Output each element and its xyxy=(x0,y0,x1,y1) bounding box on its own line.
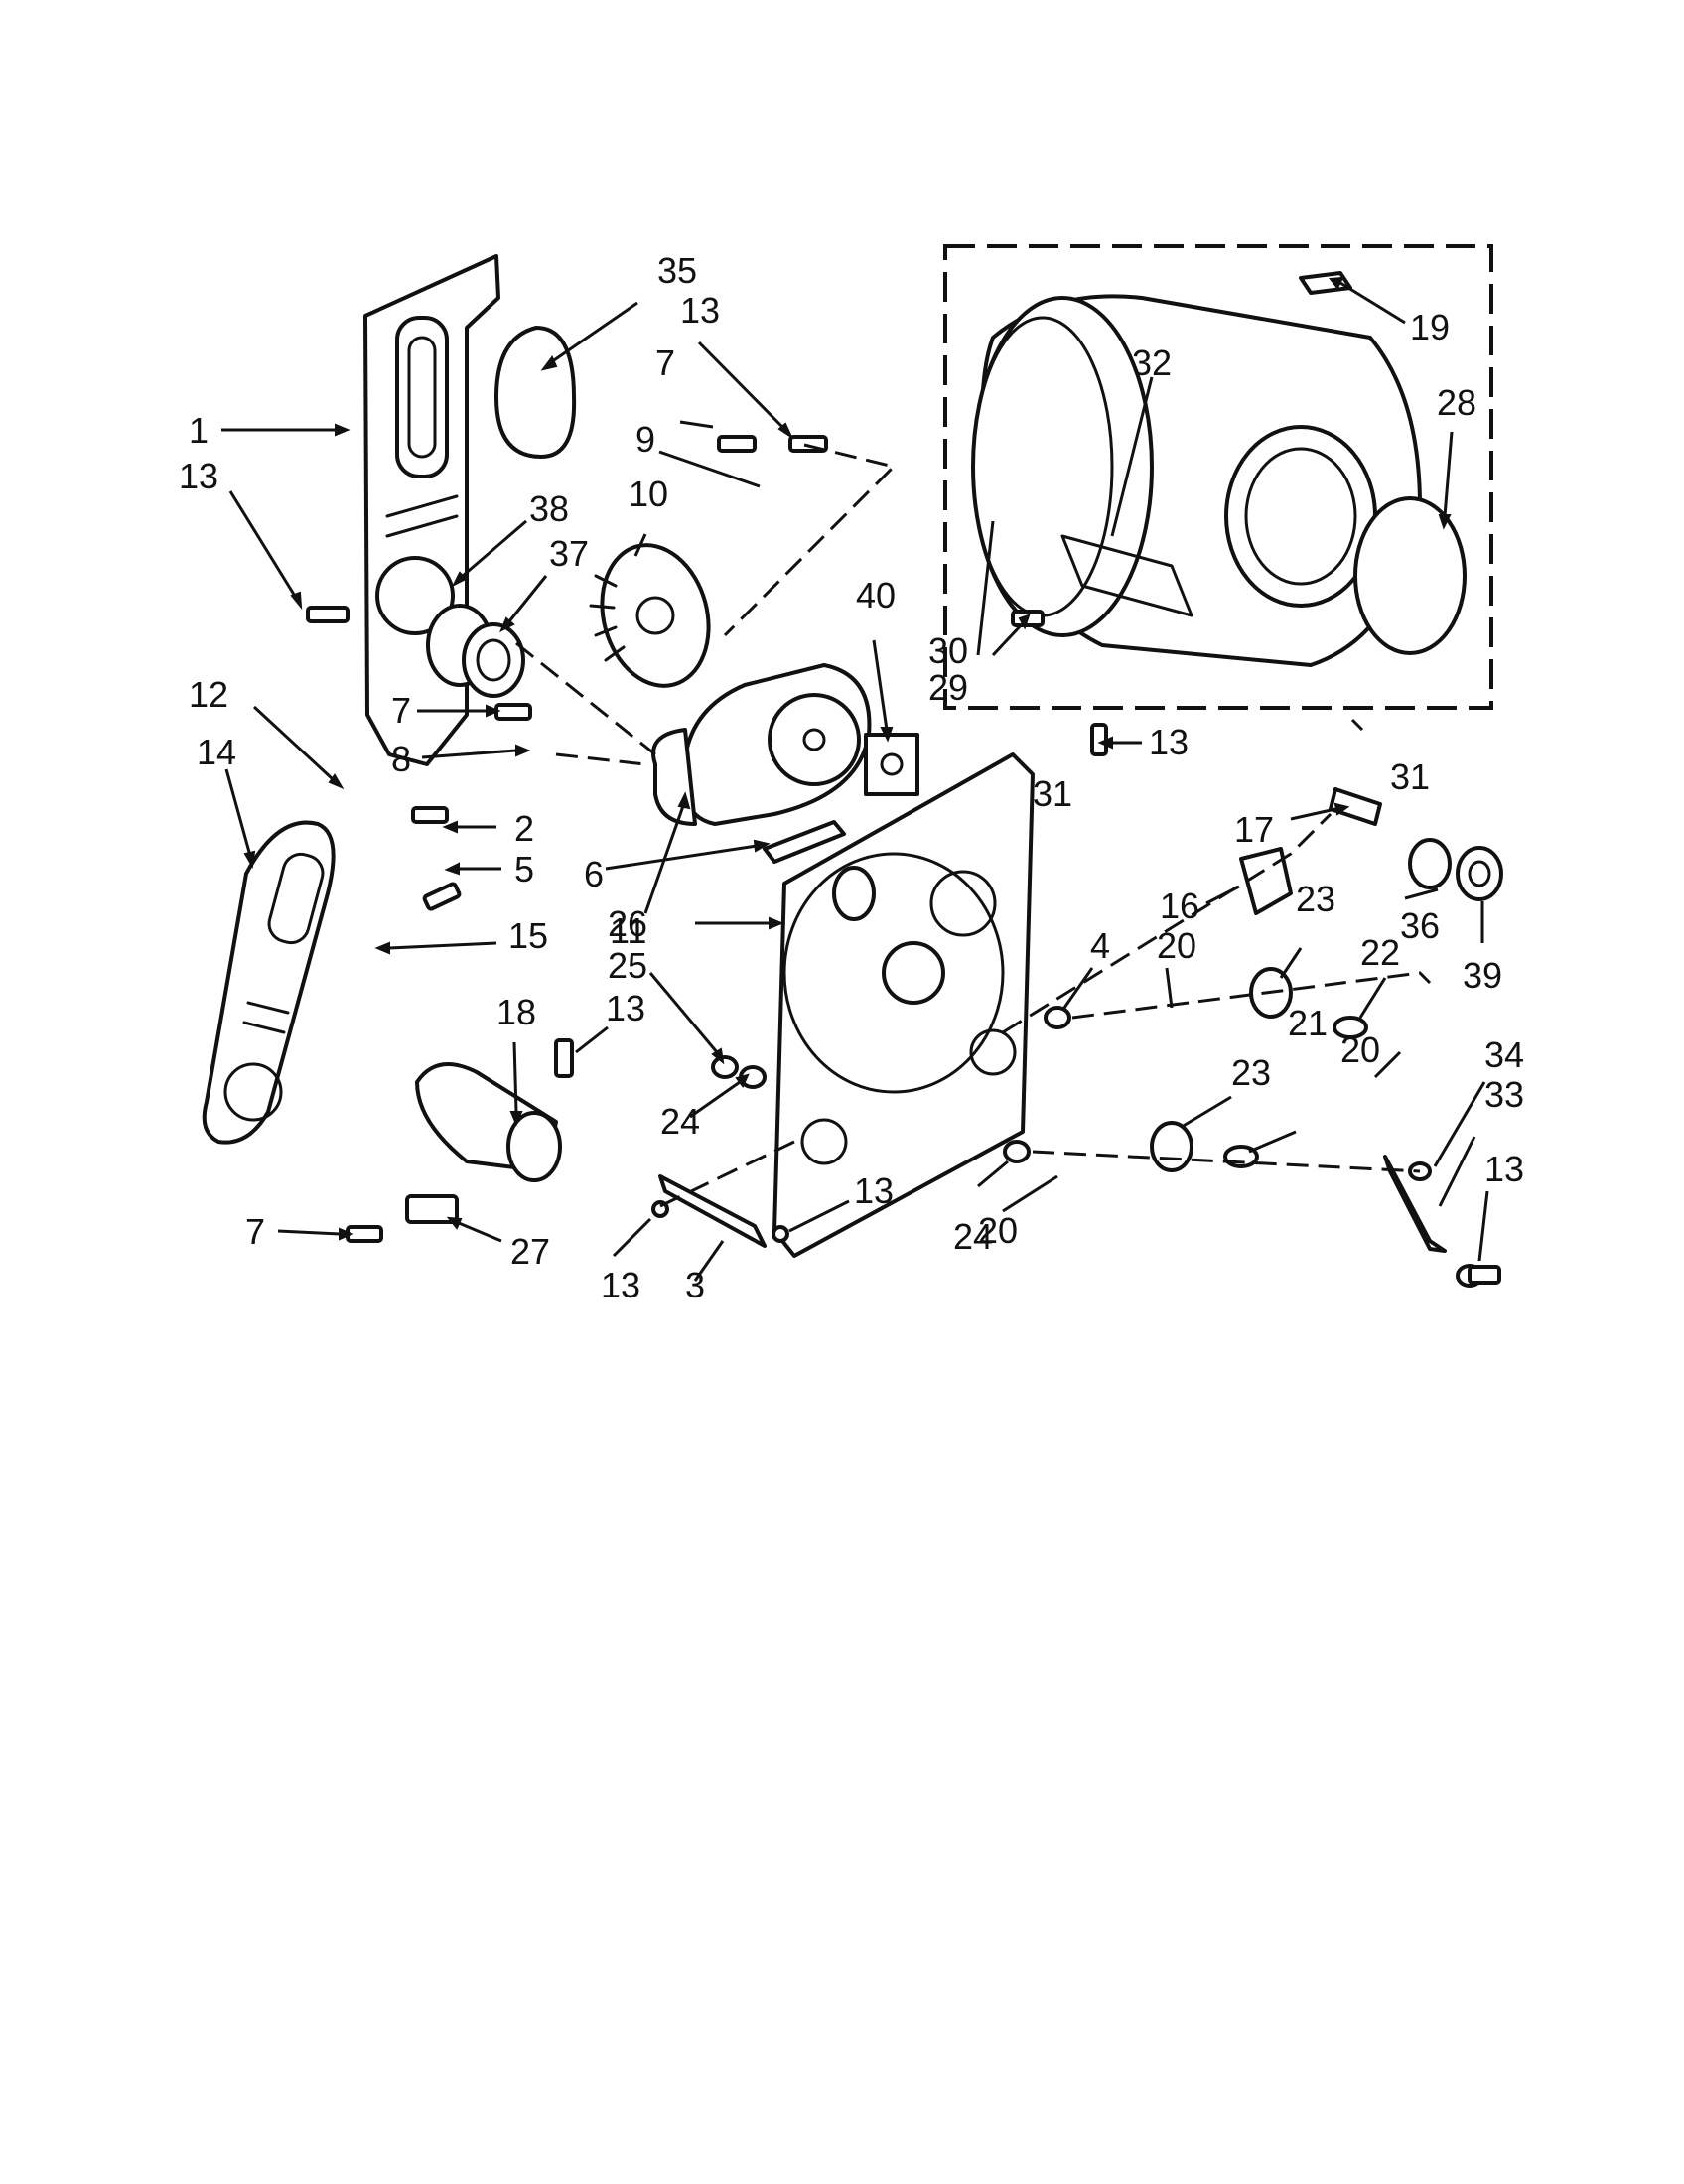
callout-26: 26 xyxy=(608,903,647,944)
callout-24-b: 24 xyxy=(953,1216,993,1257)
callout-7-b: 7 xyxy=(391,690,411,731)
drum-seal-28 xyxy=(1353,496,1467,655)
callout-20-c: 20 xyxy=(978,1210,1018,1251)
drum-30 xyxy=(971,294,1422,667)
lamp-assembly-17-36-39 xyxy=(1329,787,1503,901)
callout-23-a: 23 xyxy=(1296,879,1335,919)
callout-16: 16 xyxy=(1160,886,1199,926)
callout-33: 33 xyxy=(1484,1074,1524,1115)
callout-40: 40 xyxy=(856,575,896,615)
rear-bulkhead-26 xyxy=(772,752,1035,1258)
callout-39: 39 xyxy=(1463,955,1502,996)
bulkhead-seal-35 xyxy=(494,326,577,459)
callout-31-b: 31 xyxy=(1033,773,1072,814)
leader-lines xyxy=(221,276,1489,1282)
callout-29: 29 xyxy=(928,667,968,708)
callout-20-a: 20 xyxy=(1157,925,1196,966)
callout-2: 2 xyxy=(514,808,534,849)
callout-13-f: 13 xyxy=(1149,722,1189,762)
callout-6: 6 xyxy=(584,854,604,894)
callout-19: 19 xyxy=(1410,307,1450,347)
callout-1: 1 xyxy=(189,410,209,451)
callout-14: 14 xyxy=(197,732,236,772)
callout-11: 11 xyxy=(610,910,646,951)
callout-35: 35 xyxy=(657,250,697,291)
seal-6 xyxy=(763,820,846,864)
callout-13-g: 13 xyxy=(1484,1149,1524,1189)
callout-34: 34 xyxy=(1484,1034,1524,1075)
callout-13-d: 13 xyxy=(601,1265,640,1305)
callout-7-a: 7 xyxy=(655,342,675,383)
callout-13-a: 13 xyxy=(179,456,218,496)
thermostat-27 xyxy=(405,1194,459,1224)
drum-assembly-box-31 xyxy=(943,244,1493,710)
callout-8: 8 xyxy=(391,739,411,779)
callout-31-a: 31 xyxy=(1390,756,1430,797)
callout-9: 9 xyxy=(635,419,655,460)
callout-21: 21 xyxy=(1288,1003,1328,1043)
lint-duct-14 xyxy=(202,820,336,1145)
callout-17: 17 xyxy=(1234,809,1274,850)
callout-10: 10 xyxy=(629,474,668,514)
bracket-3 xyxy=(658,1174,767,1248)
callout-12: 12 xyxy=(189,674,228,715)
callout-7-c: 7 xyxy=(245,1211,265,1252)
callout-labels: 1 13 35 13 7 9 10 38 37 40 7 8 12 14 2 1… xyxy=(179,250,1524,1305)
callout-24-a: 24 xyxy=(660,1101,700,1142)
callout-23-b: 23 xyxy=(1231,1052,1271,1093)
heater-18 xyxy=(415,1062,562,1182)
blower-wheel-10 xyxy=(589,543,711,688)
label-40 xyxy=(864,733,919,796)
callout-13-b: 13 xyxy=(680,290,720,331)
cover-16 xyxy=(1239,847,1293,915)
callout-4: 4 xyxy=(1090,925,1110,966)
callout-38: 38 xyxy=(529,488,569,529)
callout-20-b: 20 xyxy=(1340,1029,1380,1070)
callout-27: 27 xyxy=(510,1231,550,1272)
callout-22: 22 xyxy=(1360,932,1400,973)
callout-37: 37 xyxy=(549,533,589,574)
callout-30: 30 xyxy=(928,630,968,671)
bearing-parts-38-37 xyxy=(426,604,525,698)
assembly-lines xyxy=(515,443,1432,1208)
callout-5: 5 xyxy=(514,849,534,889)
callout-18: 18 xyxy=(496,992,536,1032)
callout-28: 28 xyxy=(1437,382,1476,423)
callout-25: 25 xyxy=(608,945,647,986)
blower-housing-11 xyxy=(651,663,872,826)
callout-15: 15 xyxy=(508,915,548,956)
callout-32: 32 xyxy=(1132,342,1172,383)
callout-3: 3 xyxy=(685,1265,705,1305)
callout-13-c: 13 xyxy=(606,988,645,1028)
callout-36: 36 xyxy=(1400,905,1440,946)
callout-13-e: 13 xyxy=(854,1170,894,1211)
